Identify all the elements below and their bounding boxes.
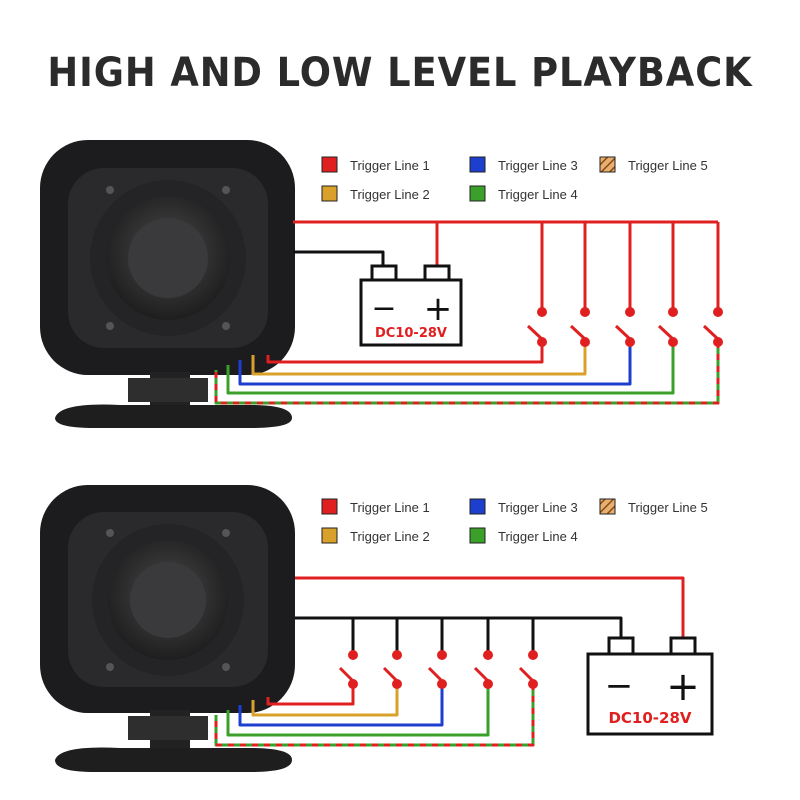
switch-1	[526, 307, 547, 347]
switch-4	[657, 307, 678, 347]
wire-trigger-line-4	[226, 684, 490, 737]
battery-top: − + DC10-28V	[359, 264, 463, 347]
legend-bottom: Trigger Line 1 Trigger Line 2 Trigger Li…	[321, 498, 708, 544]
legend-item-trigger-line-5: Trigger Line 5	[599, 498, 708, 515]
switches-bottom	[338, 650, 538, 689]
wire-trigger-line-1	[266, 342, 544, 364]
battery-minus-label: −	[605, 666, 634, 706]
legend-label: Trigger Line 2	[350, 187, 430, 202]
wire-trigger-line-1	[266, 684, 355, 706]
wire-positive-red	[295, 576, 685, 640]
switch-2	[382, 650, 402, 689]
switch-5	[518, 650, 538, 689]
switch-4	[473, 650, 493, 689]
legend-item-trigger-line-2: Trigger Line 2	[321, 185, 430, 202]
legend-label: Trigger Line 3	[498, 158, 578, 173]
legend-label: Trigger Line 4	[498, 187, 578, 202]
switches-top	[526, 307, 723, 347]
wiring-bottom	[214, 576, 685, 747]
legend-item-trigger-line-5: Trigger Line 5	[599, 156, 708, 173]
legend-item-trigger-line-1: Trigger Line 1	[321, 156, 430, 173]
battery-plus-label: +	[424, 289, 453, 329]
wire-trigger-line-4	[226, 342, 675, 395]
wire-trigger-line-2	[251, 342, 587, 376]
wire-trigger-line-2	[251, 684, 399, 717]
battery-bottom: − + DC10-28V	[586, 636, 714, 736]
siren-speaker-bottom	[40, 485, 295, 772]
switch-2	[569, 307, 590, 347]
legend-label: Trigger Line 1	[350, 158, 430, 173]
battery-plus-label: +	[666, 664, 700, 710]
legend-item-trigger-line-4: Trigger Line 4	[469, 185, 578, 202]
battery-minus-label: −	[371, 291, 396, 326]
wire-common-black	[295, 616, 623, 640]
legend-label: Trigger Line 4	[498, 529, 578, 544]
switch-3	[427, 650, 447, 689]
legend-item-trigger-line-1: Trigger Line 1	[321, 498, 430, 515]
legend-top: Trigger Line 1 Trigger Line 2 Trigger Li…	[321, 156, 708, 202]
legend-label: Trigger Line 1	[350, 500, 430, 515]
battery-voltage-label: DC10-28V	[608, 709, 691, 727]
legend-label: Trigger Line 5	[628, 158, 708, 173]
siren-speaker-top	[40, 140, 295, 428]
legend-label: Trigger Line 5	[628, 500, 708, 515]
wiring-top	[214, 220, 720, 405]
legend-label: Trigger Line 2	[350, 529, 430, 544]
legend-item-trigger-line-3: Trigger Line 3	[469, 156, 578, 173]
wire-common-black	[293, 250, 385, 268]
page-title: HIGH AND LOW LEVEL PLAYBACK	[47, 50, 753, 96]
legend-item-trigger-line-4: Trigger Line 4	[469, 527, 578, 544]
switch-3	[614, 307, 635, 347]
switch-5	[702, 307, 723, 347]
wire-trigger-line-3	[238, 684, 444, 727]
legend-label: Trigger Line 3	[498, 500, 578, 515]
legend-item-trigger-line-2: Trigger Line 2	[321, 527, 430, 544]
switch-1	[338, 650, 358, 689]
battery-voltage-label: DC10-28V	[375, 326, 447, 341]
legend-item-trigger-line-3: Trigger Line 3	[469, 498, 578, 515]
wire-trigger-line-3	[238, 342, 632, 386]
